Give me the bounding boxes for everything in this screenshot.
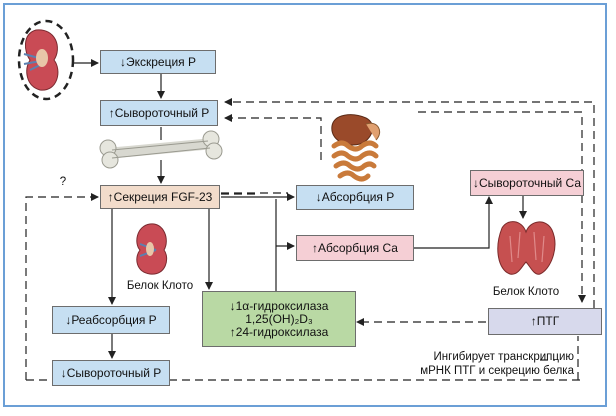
klotho-right-label: Белок Клото <box>492 286 560 298</box>
inhibits-line-1: Ингибирует транскрипцию <box>433 351 574 363</box>
absorption-ca-box: ↑Абсорбция Са <box>296 235 414 261</box>
serum-ca-box: ↓Сывороточный Са <box>470 170 584 196</box>
serum-p-bottom-box: ↓Сывороточный Р <box>52 360 170 386</box>
absorption-p-label: ↓Абсорбция Р <box>315 190 395 204</box>
serum-p-top-label: ↑Сывороточный Р <box>108 105 210 120</box>
excretion-p-label: ↓Экскреция Р <box>119 54 197 69</box>
absorption-p-box: ↓Абсорбция Р <box>296 185 414 210</box>
kidney-icon <box>17 19 75 101</box>
serum-ca-label: ↓Сывороточный Са <box>472 175 582 190</box>
thyroid-icon <box>497 221 556 275</box>
enzyme-line-1: ↓1α-гидроксилаза <box>229 298 329 313</box>
serum-p-bottom-label: ↓Сывороточный Р <box>60 365 162 380</box>
reabsorption-p-label: ↓Реабсорбция Р <box>65 312 157 327</box>
enzyme-line-2: 1,25(OH)₂D₃ <box>245 311 313 326</box>
question-mark: ? <box>59 176 67 188</box>
kidney-klotho-icon <box>136 223 168 275</box>
bone-icon <box>99 130 223 169</box>
serum-p-top-box: ↑Сывороточный Р <box>100 100 218 126</box>
pth-box: ↑ПТГ <box>488 308 602 335</box>
excretion-p-box: ↓Экскреция Р <box>100 50 216 74</box>
klotho-left-label: Белок Клото <box>126 280 194 292</box>
inhibits-line-2: мРНК ПТГ и секрецию белка <box>420 365 574 377</box>
reabsorption-p-box: ↓Реабсорбция Р <box>52 306 170 334</box>
intestine-icon <box>331 114 381 182</box>
fgf23-secretion-box: ↑Секреция FGF-23 <box>100 185 220 209</box>
fgf23-secretion-label: ↑Секреция FGF-23 <box>107 189 213 204</box>
absorption-ca-label: ↑Абсорбция Са <box>312 240 398 255</box>
enzyme-box: ↓1α-гидроксилаза 1,25(OH)₂D₃ ↑24-гидрокс… <box>202 291 356 347</box>
pth-label: ↑ПТГ <box>530 314 560 328</box>
enzyme-line-3: ↑24-гидроксилаза <box>229 324 329 339</box>
